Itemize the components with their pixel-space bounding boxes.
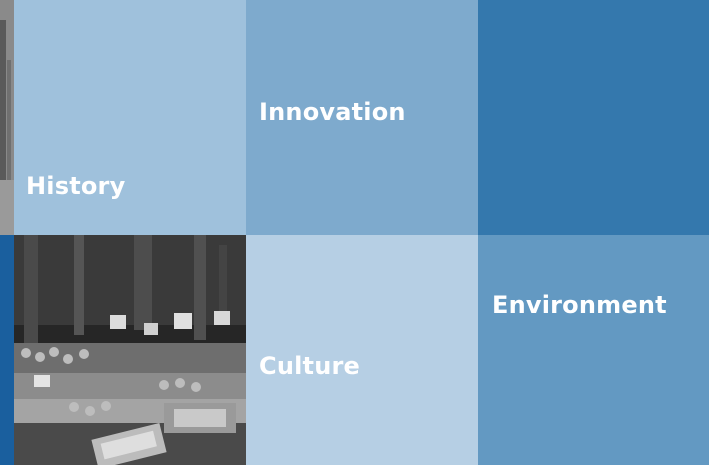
market-stall-photo-icon <box>14 235 246 465</box>
tile-innovation[interactable]: Innovation <box>246 0 478 235</box>
tile-innovation-label: Innovation <box>259 98 406 126</box>
trees-photo-icon <box>0 0 14 235</box>
tile-culture-label: Culture <box>259 352 360 380</box>
left-edge-photo-top <box>0 0 14 235</box>
tile-environment-label: Environment <box>492 291 667 319</box>
tile-solid-top-right <box>478 0 709 235</box>
tile-history-label: History <box>26 172 126 200</box>
market-photo <box>14 235 246 465</box>
left-accent-strip <box>0 235 14 465</box>
tile-history[interactable]: History <box>14 0 246 235</box>
tile-environment[interactable]: Environment <box>478 235 709 465</box>
tile-culture[interactable]: Culture <box>246 235 478 465</box>
